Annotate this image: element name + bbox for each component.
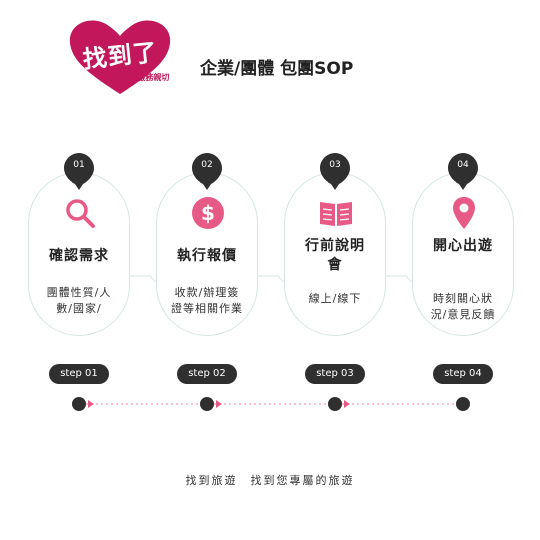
- step-number: 01: [73, 160, 85, 170]
- location-pin-icon: [446, 195, 482, 231]
- arrow-3: [344, 400, 350, 408]
- timeline-dot-3: [328, 397, 342, 411]
- heart-logo-shape: [69, 20, 171, 94]
- timeline-dot-1: [72, 397, 86, 411]
- footer-slogan: 找到旅遊 找到您專屬的旅遊: [185, 474, 355, 487]
- step-title: 執行報價: [177, 248, 237, 264]
- step-pill-1: step 01: [49, 364, 109, 384]
- step-title: 確認需求: [49, 248, 109, 264]
- step-pill-4: step 04: [433, 364, 493, 384]
- step-number-badge-4: 04: [447, 152, 479, 192]
- step-number: 04: [457, 160, 469, 170]
- step-number-badge-1: 01: [63, 152, 95, 192]
- step-card-1: 確認需求 團體性質/人數/國家/: [28, 172, 130, 336]
- timeline-dot-4: [456, 397, 470, 411]
- book-icon: [318, 195, 354, 231]
- brand-logo: 找到了 高CP值·服務親切: [62, 14, 178, 102]
- logo-tagline: 高CP值·服務親切: [106, 73, 170, 82]
- arrow-1: [88, 400, 94, 408]
- svg-text:$: $: [201, 201, 215, 225]
- timeline-dot-2: [200, 397, 214, 411]
- step-description: 線上/線下: [308, 292, 362, 305]
- step-description: 時刻關心狀況/意見反饋: [430, 292, 496, 321]
- step-number: 03: [329, 160, 341, 170]
- step-description: 團體性質/人數/國家/: [46, 286, 112, 315]
- search-icon: [62, 195, 98, 231]
- arrow-2: [216, 400, 222, 408]
- step-number: 02: [201, 160, 213, 170]
- step-card-3: 行前說明會 線上/線下: [284, 172, 386, 336]
- connector-2: [256, 275, 287, 285]
- dollar-icon: $: [190, 195, 226, 231]
- step-card-2: $ 執行報價 收款/辦理簽證等相關作業: [156, 172, 258, 336]
- step-description: 收款/辦理簽證等相關作業: [171, 286, 243, 315]
- connector-3: [384, 275, 415, 285]
- step-title: 開心出遊: [433, 238, 493, 254]
- step-pill-2: step 02: [177, 364, 237, 384]
- step-pill-3: step 03: [305, 364, 365, 384]
- page-title: 企業/團體 包團SOP: [200, 59, 354, 79]
- step-number-badge-3: 03: [319, 152, 351, 192]
- step-title: 行前說明會: [305, 238, 365, 273]
- step-number-badge-2: 02: [191, 152, 223, 192]
- connector-1: [129, 275, 159, 285]
- step-card-4: 開心出遊 時刻關心狀況/意見反饋: [412, 172, 514, 336]
